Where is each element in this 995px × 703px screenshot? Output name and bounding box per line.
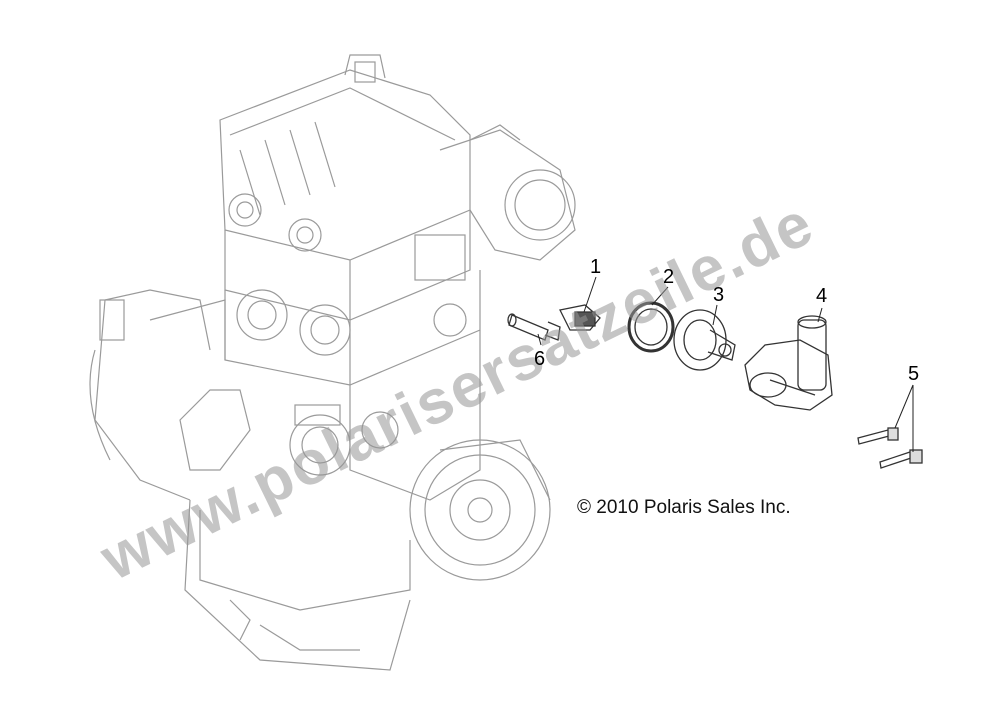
callout-2: 2 (663, 266, 675, 288)
callout-6: 6 (534, 348, 546, 370)
engine-block (89, 54, 576, 671)
part-6-fitting (507, 313, 561, 341)
part-5-bolts (857, 427, 923, 469)
part-4-housing (744, 315, 833, 411)
callout-4: 4 (816, 285, 828, 307)
leader-lines (537, 276, 914, 452)
part-1-sensor (559, 304, 601, 331)
part-3-thermostat (673, 309, 736, 371)
callout-5: 5 (908, 363, 920, 385)
copyright-text: © 2010 Polaris Sales Inc. (577, 497, 791, 518)
parts-group (507, 301, 923, 469)
callout-3: 3 (713, 284, 725, 306)
part-2-o-ring (627, 301, 675, 353)
part-2-inner (634, 308, 668, 346)
callout-1: 1 (590, 256, 602, 278)
